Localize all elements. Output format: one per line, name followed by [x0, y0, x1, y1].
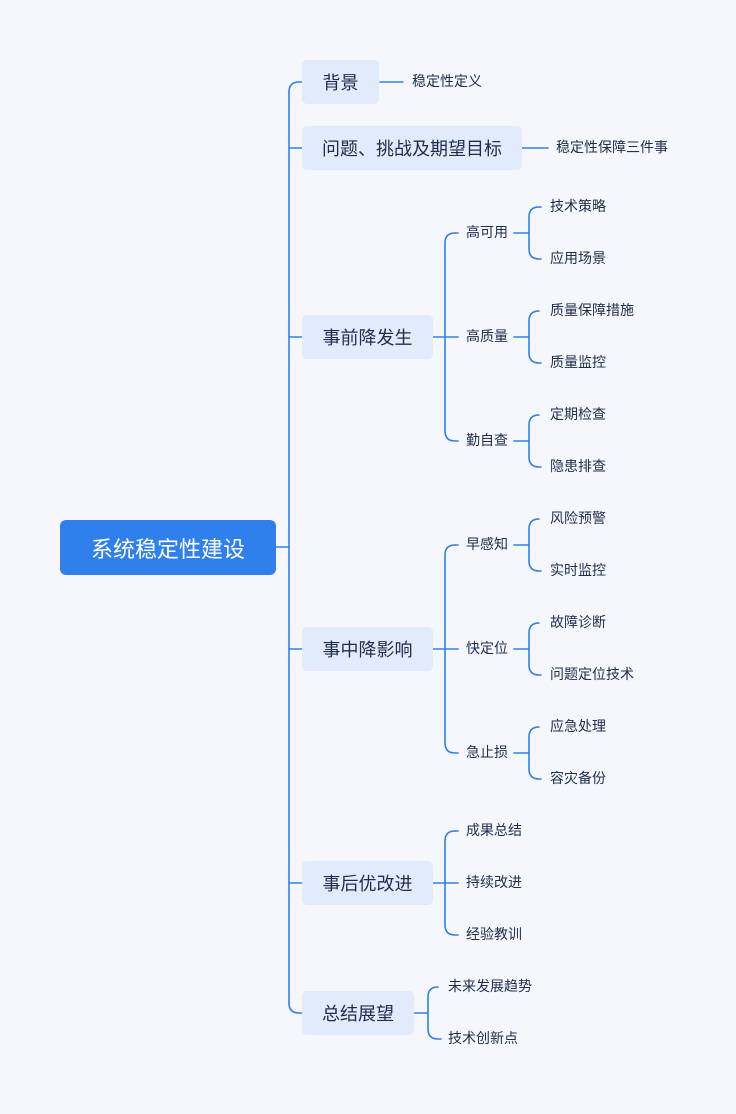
group-fast-locating[interactable]: 快定位 [466, 641, 508, 657]
node-after-event[interactable]: 事后优改进 [302, 861, 433, 905]
node-summary-outlook[interactable]: 总结展望 [302, 991, 414, 1035]
leaf-results-summary[interactable]: 成果总结 [466, 823, 522, 839]
leaf-lessons-learned[interactable]: 经验教训 [466, 927, 522, 943]
leaf-application-scenarios[interactable]: 应用场景 [550, 251, 606, 267]
node-before-event[interactable]: 事前降发生 [302, 315, 433, 359]
leaf-emergency-handling[interactable]: 应急处理 [550, 719, 606, 735]
leaf-regular-checks[interactable]: 定期检查 [550, 407, 606, 423]
node-problems-goals[interactable]: 问题、挑战及期望目标 [302, 126, 522, 170]
leaf-realtime-monitoring[interactable]: 实时监控 [550, 563, 606, 579]
node-background[interactable]: 背景 [302, 60, 379, 104]
leaf-three-stability-tasks[interactable]: 稳定性保障三件事 [556, 140, 668, 156]
group-high-quality[interactable]: 高质量 [466, 329, 508, 345]
leaf-fault-diagnosis[interactable]: 故障诊断 [550, 615, 606, 631]
leaf-tech-strategy[interactable]: 技术策略 [550, 199, 606, 215]
root-node[interactable]: 系统稳定性建设 [60, 520, 276, 575]
group-self-inspection[interactable]: 勤自查 [466, 433, 508, 449]
node-during-event[interactable]: 事中降影响 [302, 627, 433, 671]
leaf-future-trends[interactable]: 未来发展趋势 [448, 979, 532, 995]
leaf-problem-locating-tech[interactable]: 问题定位技术 [550, 667, 634, 683]
leaf-stability-definition[interactable]: 稳定性定义 [412, 74, 482, 90]
group-stop-loss[interactable]: 急止损 [466, 745, 508, 761]
leaf-disaster-backup[interactable]: 容灾备份 [550, 771, 606, 787]
leaf-quality-monitoring[interactable]: 质量监控 [550, 355, 606, 371]
leaf-hazard-screening[interactable]: 隐患排查 [550, 459, 606, 475]
leaf-risk-warning[interactable]: 风险预警 [550, 511, 606, 527]
leaf-tech-innovation[interactable]: 技术创新点 [448, 1031, 518, 1047]
group-early-detection[interactable]: 早感知 [466, 537, 508, 553]
leaf-quality-assurance[interactable]: 质量保障措施 [550, 303, 634, 319]
group-high-availability[interactable]: 高可用 [466, 225, 508, 241]
leaf-continuous-improvement[interactable]: 持续改进 [466, 875, 522, 891]
